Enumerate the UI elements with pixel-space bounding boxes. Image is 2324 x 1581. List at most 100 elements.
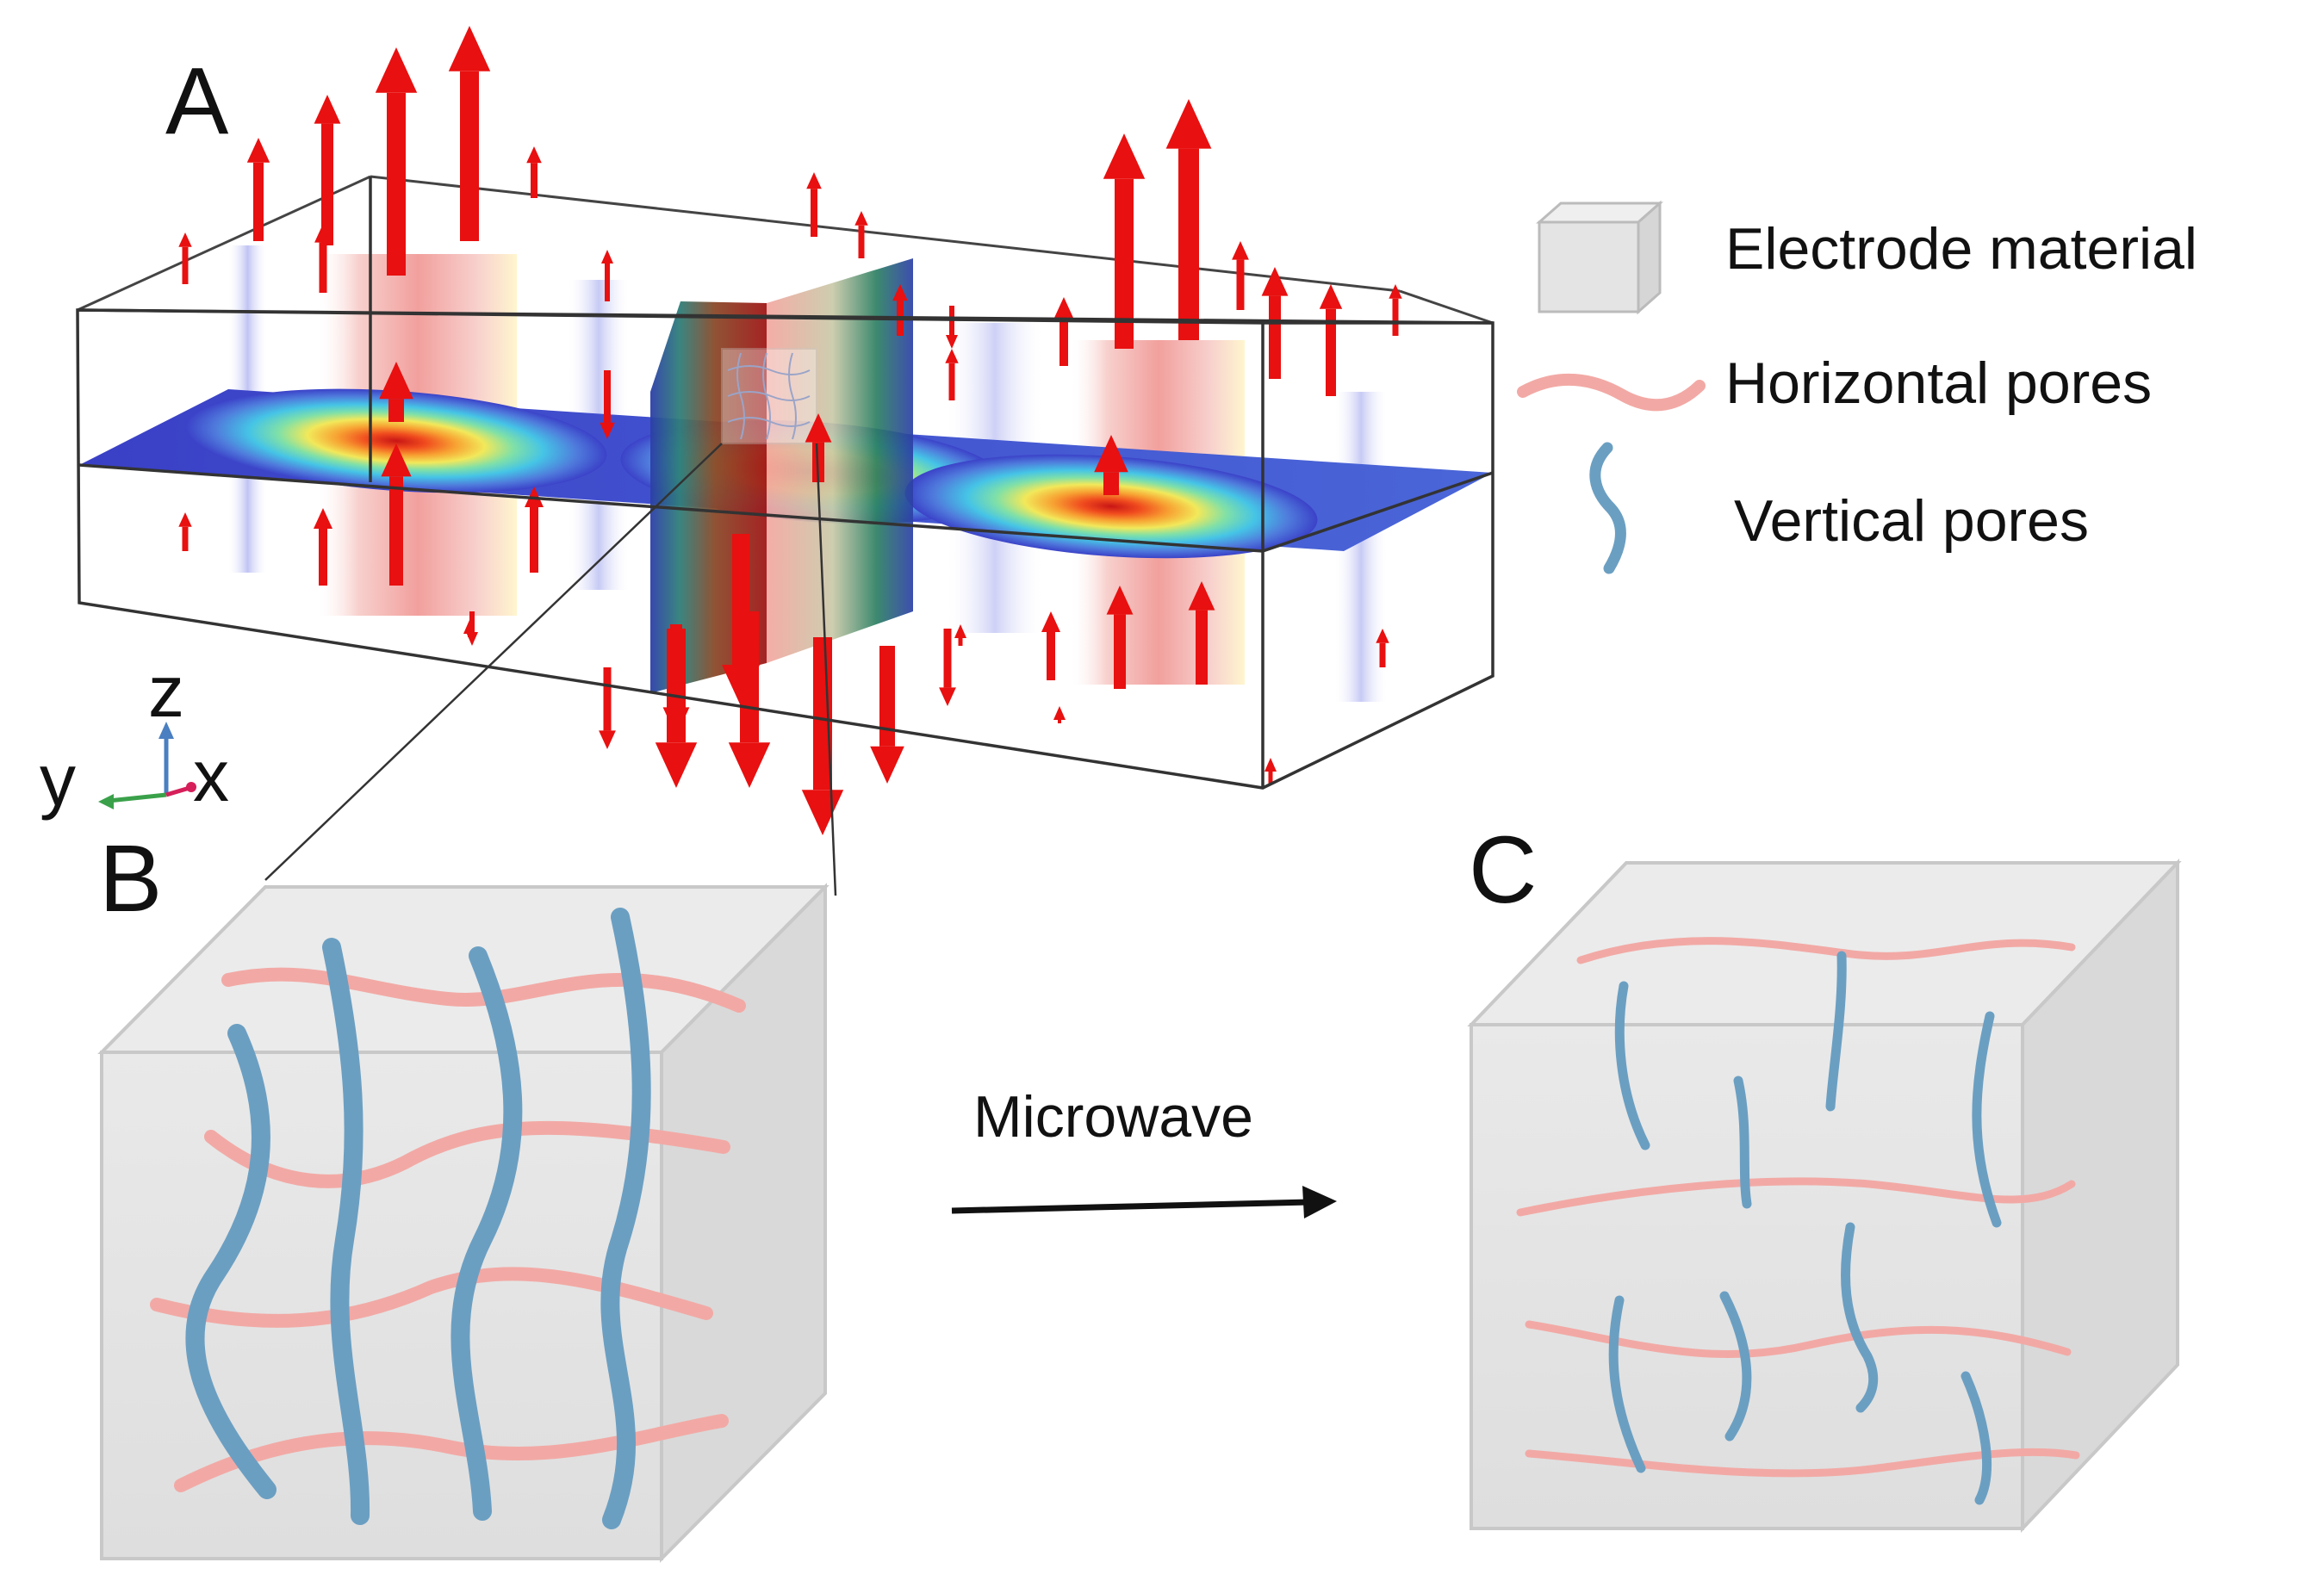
field-arrow-up-icon bbox=[526, 146, 542, 164]
field-arrow-up-icon bbox=[1103, 133, 1146, 179]
field-arrow-shaft bbox=[388, 399, 404, 422]
field-arrow-up-icon bbox=[375, 47, 418, 93]
field-arrow-up-icon bbox=[448, 26, 491, 71]
field-arrow-shaft bbox=[858, 225, 865, 258]
field-arrow-shaft bbox=[253, 162, 264, 241]
field-arrow-up-icon bbox=[1165, 99, 1212, 149]
field-arrow-shaft bbox=[531, 163, 538, 198]
field-arrow-up-icon bbox=[1389, 284, 1402, 299]
field-arrow-shaft bbox=[1103, 472, 1119, 495]
field-arrow-up-icon bbox=[379, 362, 413, 400]
field-arrow-shaft bbox=[605, 264, 610, 301]
panel-a: A bbox=[40, 26, 1494, 896]
field-arrow-down-icon bbox=[599, 730, 616, 749]
field-arrow-down-icon bbox=[801, 790, 844, 835]
field-arrow-shaft bbox=[1379, 642, 1386, 667]
field-arrow-down-icon bbox=[939, 687, 956, 706]
field-box-front-edges bbox=[76, 177, 1494, 790]
legend-horizontal-label: Horizontal pores bbox=[1725, 350, 2152, 416]
panel-b: B bbox=[97, 826, 830, 1563]
microwave-label: Microwave bbox=[973, 1084, 1253, 1150]
field-arrow-shaft bbox=[387, 92, 406, 276]
field-arrow-shaft bbox=[948, 363, 955, 400]
field-arrow-shaft bbox=[1114, 614, 1126, 689]
field-arrow-down-icon bbox=[722, 665, 760, 706]
field-arrow-shaft bbox=[732, 534, 749, 665]
field-arrow-up-icon bbox=[806, 172, 822, 189]
electrode-cube-c bbox=[1467, 859, 2182, 1534]
field-arrow-up-icon bbox=[954, 624, 966, 638]
field-arrow-up-icon bbox=[1376, 629, 1389, 643]
field-arrow-shaft bbox=[667, 629, 686, 743]
cross-section-plane bbox=[650, 258, 913, 693]
field-arrow-shaft bbox=[182, 526, 189, 551]
field-arrow-up-icon bbox=[246, 138, 270, 163]
axis-y-label: y bbox=[40, 740, 76, 821]
field-arrow-shaft bbox=[879, 646, 895, 747]
field-arrow-up-icon bbox=[314, 95, 341, 124]
field-arrow-down-icon bbox=[655, 742, 698, 788]
field-arrow-up-icon bbox=[1261, 267, 1289, 296]
legend-electrode-label: Electrode material bbox=[1725, 216, 2197, 282]
cube-icon bbox=[1536, 200, 1663, 315]
field-arrow-shaft bbox=[1059, 318, 1068, 366]
field-arrow-shaft bbox=[1269, 295, 1281, 379]
field-arrow-shaft bbox=[1268, 772, 1273, 784]
legend-vertical-label: Vertical pores bbox=[1734, 488, 2089, 554]
field-arrow-up-icon bbox=[854, 211, 868, 226]
field-arrow-up-icon bbox=[178, 512, 192, 527]
field-arrow-up-icon bbox=[601, 250, 613, 264]
field-arrow-shaft bbox=[321, 123, 333, 245]
field-arrow-shaft bbox=[1115, 178, 1134, 349]
vertical-pores-b bbox=[185, 908, 651, 1529]
legend: Electrode material Horizontal pores Vert… bbox=[1517, 200, 2197, 574]
field-arrow-shaft bbox=[603, 667, 612, 731]
vertical-pores-c bbox=[1608, 951, 2002, 1505]
field-arrow-down-icon bbox=[728, 742, 771, 788]
field-arrow-shaft bbox=[1047, 632, 1055, 680]
field-arrow-shaft bbox=[389, 476, 403, 586]
electrode-cube-b bbox=[97, 883, 830, 1563]
field-arrow-down-icon bbox=[600, 422, 615, 439]
field-arrow-up-icon bbox=[381, 443, 412, 477]
axis-x-label: x bbox=[193, 735, 229, 816]
field-arrow-shaft bbox=[530, 507, 538, 573]
field-arrow-up-icon bbox=[1041, 611, 1060, 632]
panel-b-label: B bbox=[99, 826, 162, 932]
field-arrow-shaft bbox=[319, 242, 327, 293]
field-arrow-up-icon bbox=[1053, 706, 1066, 720]
field-arrow-shaft bbox=[1178, 148, 1199, 340]
mini-pore-network bbox=[727, 352, 811, 440]
field-arrow-shaft bbox=[943, 629, 952, 688]
field-arrow-shaft bbox=[1236, 259, 1245, 310]
field-arrow-up-icon bbox=[1188, 581, 1215, 611]
field-arrow-up-icon bbox=[1106, 586, 1134, 615]
field-arrow-up-icon bbox=[1319, 284, 1343, 309]
pore-network-dense bbox=[150, 908, 746, 1529]
field-arrow-up-icon bbox=[1054, 297, 1073, 318]
field-arrow-down-icon bbox=[946, 335, 958, 349]
panel-a-label: A bbox=[165, 48, 229, 154]
field-arrow-shaft bbox=[1058, 720, 1061, 723]
field-arrow-shaft bbox=[958, 638, 963, 646]
field-arrow-shaft bbox=[604, 370, 611, 423]
process-arrow: Microwave bbox=[951, 1084, 1337, 1218]
field-arrow-up-icon bbox=[945, 349, 959, 363]
field-arrows bbox=[178, 26, 1402, 835]
field-arrow-up-icon bbox=[1232, 241, 1249, 260]
field-arrow-up-icon bbox=[178, 232, 192, 247]
field-arrow-up-icon bbox=[314, 508, 332, 529]
field-arrow-shaft bbox=[469, 611, 475, 632]
zoom-lines bbox=[264, 443, 837, 896]
panel-c: C bbox=[1467, 817, 2182, 1534]
field-arrow-shaft bbox=[460, 71, 479, 241]
axis-triad: z y x bbox=[40, 651, 229, 821]
field-arrow-shaft bbox=[1392, 298, 1399, 336]
field-arrow-shaft bbox=[1196, 610, 1208, 685]
field-arrow-down-icon bbox=[870, 746, 904, 784]
pore-network-sparse bbox=[1516, 937, 2080, 1505]
field-arrow-shaft bbox=[811, 189, 817, 237]
field-arrow-up-icon bbox=[314, 224, 332, 243]
vertical-pore-icon bbox=[1589, 442, 1626, 574]
